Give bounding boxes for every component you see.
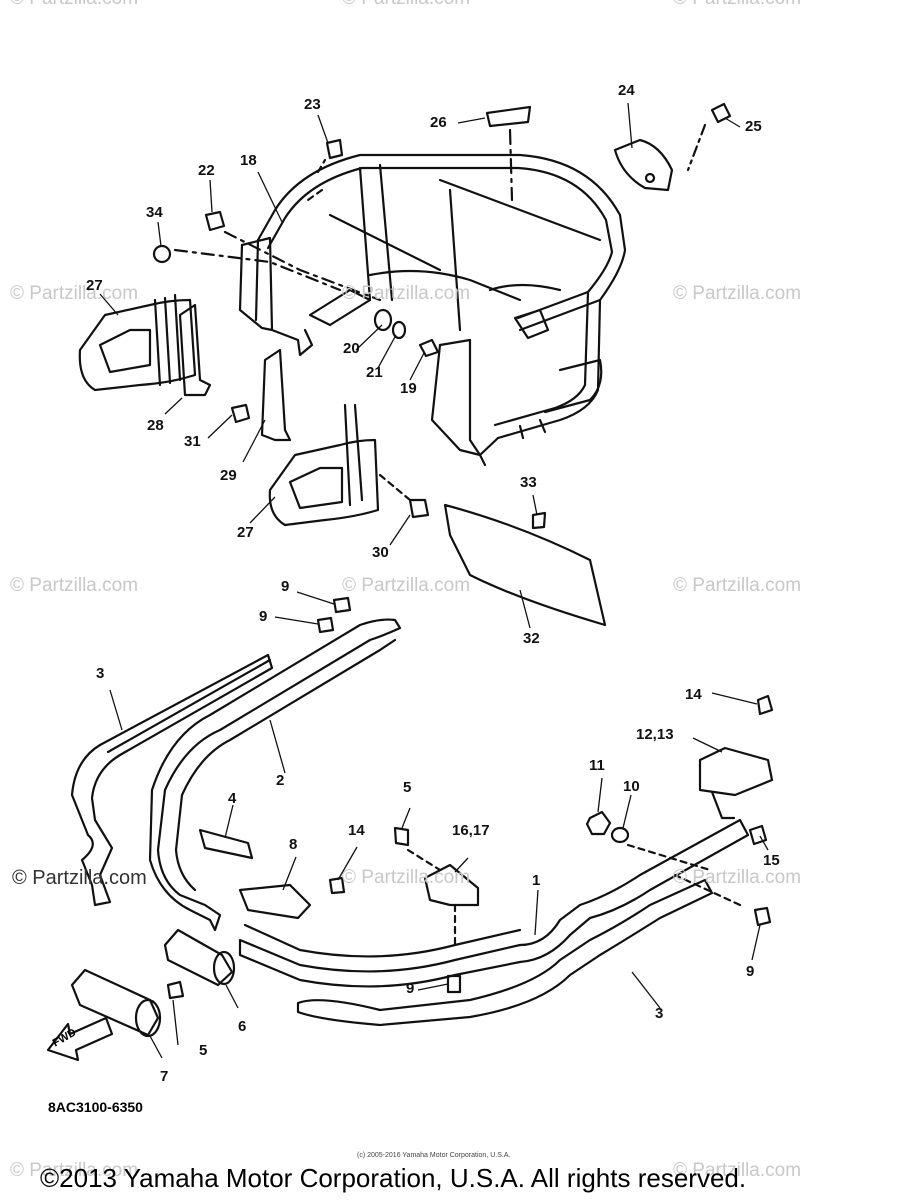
grip-6 xyxy=(163,928,234,987)
side-cover-27-right xyxy=(268,438,380,527)
callout-6: 6 xyxy=(238,1018,247,1035)
callout-27: 27 xyxy=(86,277,103,294)
callout-28: 28 xyxy=(147,417,164,434)
watermark: © Partzilla.com xyxy=(673,1160,802,1181)
callout-9: 9 xyxy=(281,578,290,595)
callout-1: 1 xyxy=(532,872,541,889)
callout-21: 21 xyxy=(366,364,383,381)
callout-2: 2 xyxy=(276,772,285,789)
watermark: © Partzilla.com xyxy=(342,0,470,10)
callout-9: 9 xyxy=(746,963,755,980)
callout-8: 8 xyxy=(289,836,298,853)
callout-26: 26 xyxy=(430,114,447,131)
callout-5: 5 xyxy=(403,779,412,796)
fwd-arrow xyxy=(46,1016,114,1062)
bracket-29 xyxy=(260,348,292,442)
bracket-16-17 xyxy=(423,863,480,907)
callout-7: 7 xyxy=(160,1068,169,1085)
side-cover-27-left xyxy=(78,298,197,392)
callout-31: 31 xyxy=(184,433,201,450)
callout-9: 9 xyxy=(259,608,268,625)
block-4 xyxy=(198,828,254,860)
callout-14: 14 xyxy=(685,686,702,703)
plate-8 xyxy=(238,883,312,920)
trim-3-left xyxy=(70,653,274,907)
pad-26 xyxy=(485,105,532,128)
callout-33: 33 xyxy=(520,474,537,491)
callout-19: 19 xyxy=(400,380,417,397)
callout-18: 18 xyxy=(240,152,257,169)
watermark: © Partzilla.com xyxy=(342,867,471,888)
small-copyright: (c) 2005-2016 Yamaha Motor Corporation, … xyxy=(357,1152,511,1159)
watermark: © Partzilla.com xyxy=(10,1160,139,1181)
mud-flap-32 xyxy=(443,503,607,627)
watermark: © Partzilla.com xyxy=(673,283,802,304)
watermark: © Partzilla.com xyxy=(342,283,471,304)
watermark: © Partzilla.com xyxy=(10,0,138,10)
callout-25: 25 xyxy=(745,118,762,135)
hinge-12-13 xyxy=(698,746,774,797)
callout-12-13: 12,13 xyxy=(636,726,674,743)
trim-3-lower xyxy=(296,878,714,1027)
callout-3: 3 xyxy=(96,665,105,682)
callout-27: 27 xyxy=(237,524,254,541)
callout-10: 10 xyxy=(623,778,640,795)
callout-34: 34 xyxy=(146,204,163,221)
watermark: © Partzilla.com xyxy=(673,867,802,888)
watermark: © Partzilla.com xyxy=(10,283,139,304)
callout-30: 30 xyxy=(372,544,389,561)
callout-5: 5 xyxy=(199,1042,208,1059)
callout-23: 23 xyxy=(304,96,321,113)
callout-11: 11 xyxy=(589,757,605,774)
watermark: © Partzilla.com xyxy=(342,575,471,596)
callout-14: 14 xyxy=(348,822,365,839)
callout-16-17: 16,17 xyxy=(452,822,490,839)
callout-15: 15 xyxy=(763,852,780,869)
callout-24: 24 xyxy=(618,82,635,99)
copyright-notice: ©2013 Yamaha Motor Corporation, U.S.A. A… xyxy=(40,1163,747,1193)
bracket-24 xyxy=(613,138,674,192)
callout-29: 29 xyxy=(220,467,237,484)
callout-22: 22 xyxy=(198,162,215,179)
callout-3: 3 xyxy=(655,1005,664,1022)
rail-2 xyxy=(148,618,402,932)
watermark: © Partzilla.com xyxy=(12,867,147,889)
grip-7 xyxy=(70,968,160,1037)
carrier-rack xyxy=(238,153,627,467)
bracket-28 xyxy=(178,303,212,397)
diagram-code: 8AC3100-6350 xyxy=(48,1099,143,1115)
callout-9: 9 xyxy=(406,980,415,997)
watermark: © Partzilla.com xyxy=(10,575,139,596)
rail-1 xyxy=(238,818,750,988)
watermark: © Partzilla.com xyxy=(673,0,801,10)
watermark: © Partzilla.com xyxy=(673,575,802,596)
callout-32: 32 xyxy=(523,630,540,647)
callout-20: 20 xyxy=(343,340,360,357)
callout-4: 4 xyxy=(228,790,237,807)
